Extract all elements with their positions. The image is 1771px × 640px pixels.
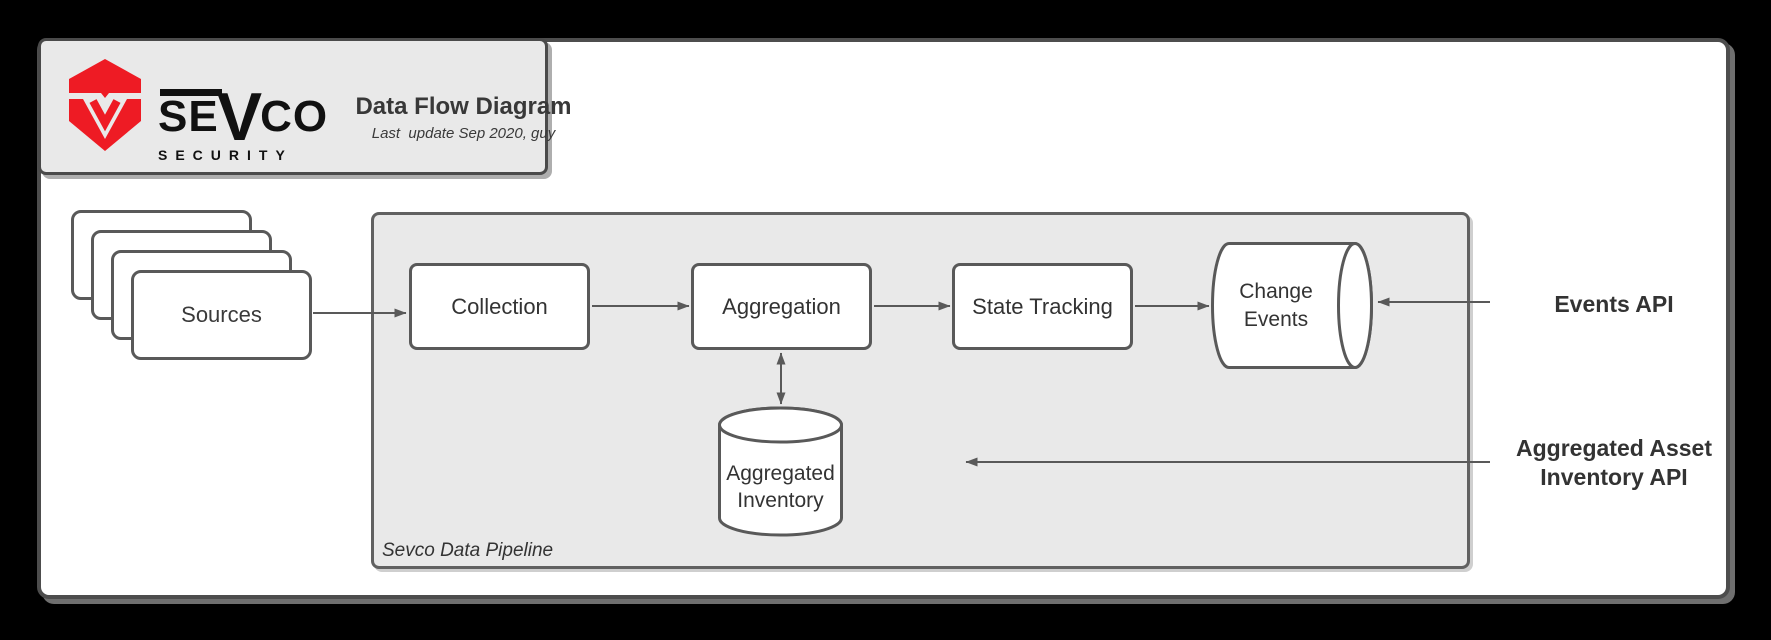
sevco-shield-icon [69, 59, 141, 151]
wordmark-se: SE [158, 92, 219, 141]
sources-label: Sources [181, 302, 262, 327]
wordmark-tagline: SECURITY [158, 147, 293, 163]
change-events-cylinder-icon [1211, 242, 1373, 369]
aggregation-node: Aggregation [691, 263, 872, 350]
collection-label: Collection [451, 293, 548, 319]
state-tracking-node: State Tracking [952, 263, 1133, 350]
aggregation-label: Aggregation [722, 293, 841, 319]
wordmark-overbar [160, 89, 222, 96]
change-events-label: Change Events [1239, 280, 1313, 331]
sources-node: Sources [131, 270, 312, 360]
events-api-label: Events API [1554, 291, 1674, 317]
aggregated-inventory-label: Aggregated Inventory [726, 461, 835, 512]
pipeline-label: Sevco Data Pipeline [382, 540, 554, 561]
sevco-wordmark: SE V CO SECURITY [158, 79, 329, 163]
page-subtitle: Last update Sep 2020, guy [371, 125, 556, 142]
page-title: Data Flow Diagram [355, 93, 572, 120]
wordmark-v: V [216, 79, 263, 155]
aggregated-inventory-cylinder-icon [718, 406, 843, 537]
aggregated-asset-inventory-api-label: Aggregated Asset Inventory API [1516, 435, 1712, 490]
state-tracking-label: State Tracking [972, 293, 1113, 319]
header-title-box: SE V CO SECURITY Data Flow Diagram Last … [38, 38, 572, 175]
wordmark-co: CO [260, 92, 329, 141]
collection-node: Collection [409, 263, 590, 350]
